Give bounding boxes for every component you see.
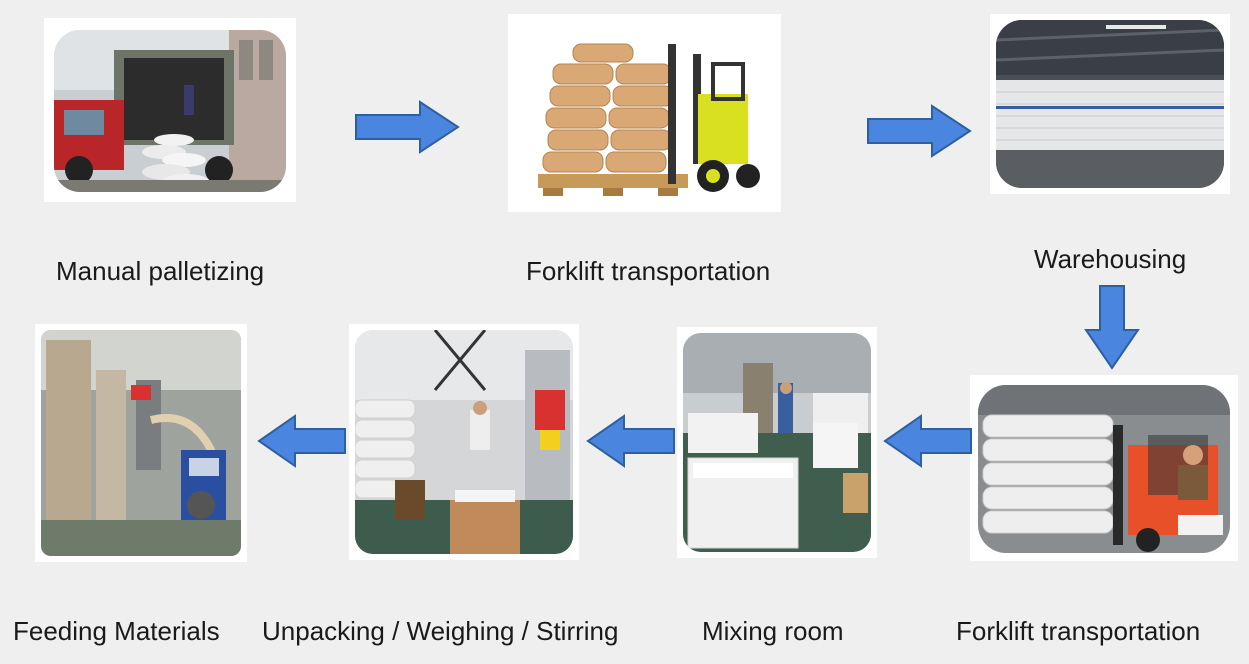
photo-feeding-materials xyxy=(35,324,247,562)
warehouse-storage-photo xyxy=(996,20,1224,188)
arrow-right-icon xyxy=(354,100,460,154)
label-forklift-transportation-1: Forklift transportation xyxy=(526,256,771,286)
photo-forklift-transport-2 xyxy=(970,375,1238,561)
arrow-left-icon xyxy=(883,414,973,468)
photo-forklift-transport-1 xyxy=(508,14,781,212)
truck-unloading-bags-photo xyxy=(54,30,286,192)
unpacking-weighing-photo xyxy=(355,330,573,554)
label-warehousing: Warehousing xyxy=(1034,244,1187,274)
arrow-left-icon xyxy=(586,414,676,468)
label-forklift-transportation-2: Forklift transportation xyxy=(956,616,1201,646)
label-feeding-materials: Feeding Materials xyxy=(13,616,220,646)
feeding-machine-photo xyxy=(41,330,241,556)
arrow-left-icon xyxy=(257,414,347,468)
label-unpacking-weighing-stirring: Unpacking / Weighing / Stirring xyxy=(262,616,619,646)
photo-mixing-room xyxy=(677,327,877,558)
arrow-down-icon xyxy=(1084,284,1140,370)
label-manual-palletizing: Manual palletizing xyxy=(56,256,265,286)
photo-warehousing xyxy=(990,14,1230,194)
forklift-driver-photo xyxy=(978,385,1230,553)
forklift-cement-bags-photo xyxy=(518,24,771,202)
mixing-room-photo xyxy=(683,333,871,552)
photo-manual-palletizing xyxy=(44,18,296,202)
arrow-right-icon xyxy=(866,104,972,158)
label-mixing-room: Mixing room xyxy=(702,616,844,646)
photo-unpacking-weighing xyxy=(349,324,579,560)
